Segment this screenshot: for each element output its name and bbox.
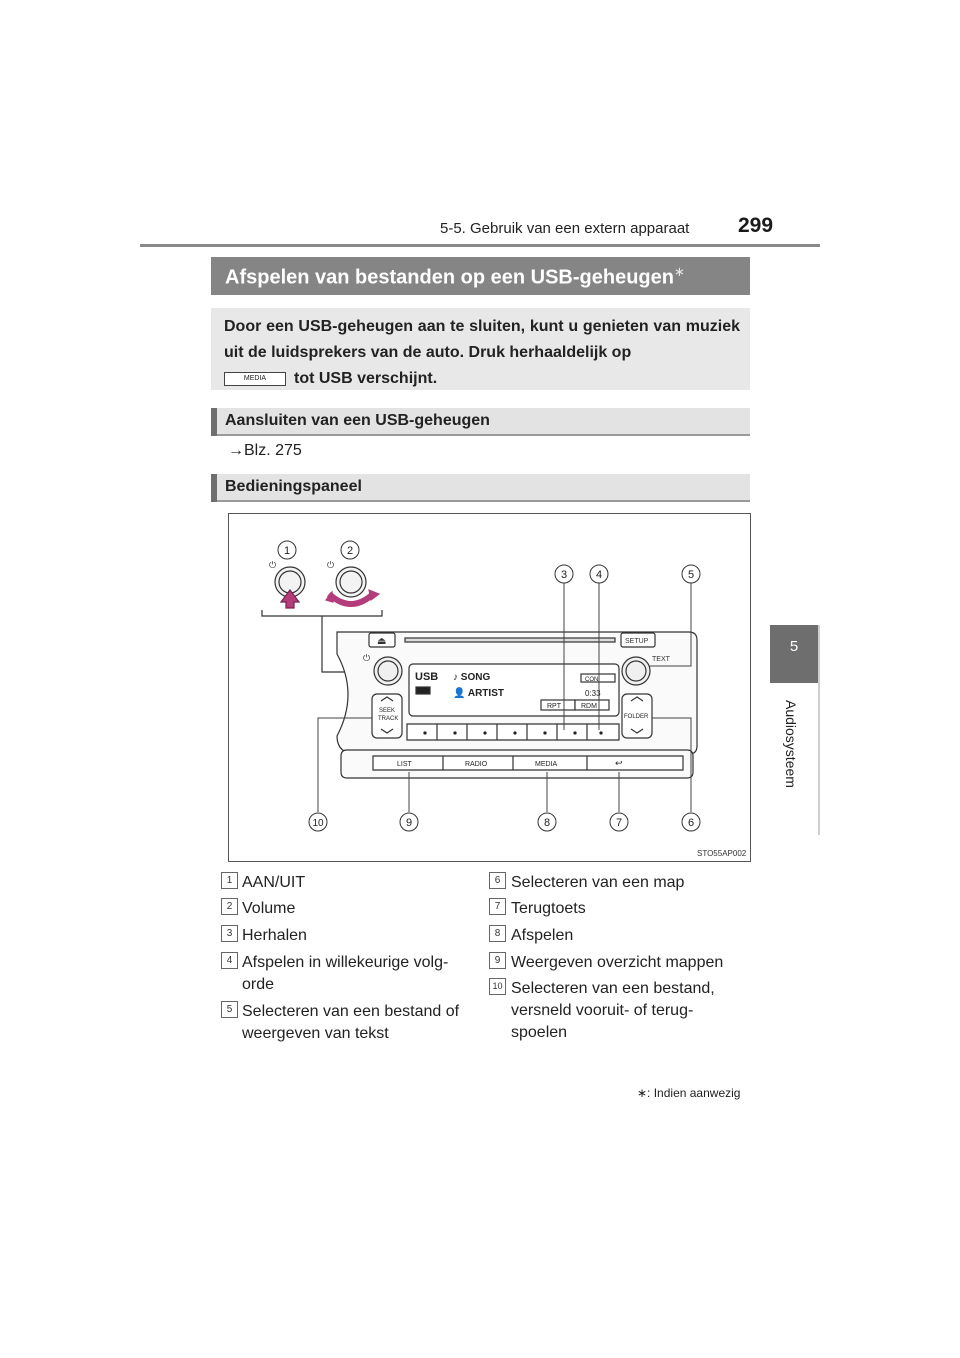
figure-code: STO55AP002 — [697, 849, 747, 858]
callout-1: 1 — [284, 545, 290, 557]
chapter-tab-line — [818, 625, 820, 835]
chapter-tab — [770, 625, 818, 683]
svg-text:TEXT: TEXT — [652, 656, 671, 663]
control-panel-figure: ⏻ ⏻ ⏏ SETUP ⏻ TEXT USB ♪ SONG 👤 ARTIST C… — [228, 513, 751, 862]
intro-box — [211, 308, 750, 390]
callout-8: 8 — [544, 817, 550, 829]
list-button: LIST — [397, 761, 413, 768]
intro-text: Door een USB-geheugen aan te sluiten, ku… — [224, 314, 740, 392]
svg-text:⏻: ⏻ — [327, 560, 334, 570]
footnote: ∗: Indien aanwezig — [637, 1086, 741, 1100]
setup-button — [620, 632, 656, 648]
svg-text:USB: USB — [415, 671, 438, 683]
page-number: 299 — [738, 214, 774, 237]
chapter-label: Audiosysteem — [783, 700, 799, 788]
callout-7: 7 — [616, 817, 622, 829]
legend-badge-3: 3 — [221, 925, 238, 942]
callout-6: 6 — [688, 817, 694, 829]
subhead-panel: Bedieningspaneel — [225, 478, 362, 495]
svg-text:⏻: ⏻ — [269, 560, 276, 570]
subhead-panel-bar — [211, 474, 217, 502]
callout-10: 10 — [312, 818, 324, 829]
legend-item-2: Volume — [242, 900, 296, 917]
svg-text:RPT: RPT — [547, 703, 562, 710]
subhead-panel-band — [211, 474, 750, 502]
svg-text:TRACK: TRACK — [378, 716, 398, 722]
legend-item-1: AAN/UIT — [242, 874, 306, 891]
legend-badge-8: 8 — [489, 925, 506, 942]
preset-buttons — [406, 723, 620, 741]
legend-badge-2: 2 — [221, 898, 238, 915]
media-button-icon: MEDIA — [224, 371, 286, 386]
seek-track-button — [371, 693, 403, 739]
callout-3: 3 — [561, 569, 567, 581]
legend-item-6: Selecteren van een map — [511, 874, 685, 891]
legend-item-10: Selecteren van een bestand,versneld voor… — [511, 980, 715, 1041]
page-reference: →Blz. 275 — [228, 442, 302, 459]
subhead-connect-bar — [211, 408, 217, 436]
radio-button: RADIO — [465, 761, 488, 768]
callout-5: 5 — [688, 569, 694, 581]
legend-item-3: Herhalen — [242, 927, 307, 944]
rotate-arrow-icon — [368, 589, 381, 602]
eject-button — [368, 632, 396, 648]
chapter-label-wrap: Audiosysteem — [756, 700, 836, 800]
svg-text:RDM: RDM — [581, 703, 597, 710]
media-button: MEDIA — [535, 761, 558, 768]
title-asterisk: ∗ — [673, 264, 685, 279]
svg-text:♪ SONG: ♪ SONG — [453, 672, 490, 683]
page-title: Afspelen van bestanden op een USB-geheug… — [225, 264, 685, 290]
legend-badge-5: 5 — [221, 1001, 238, 1018]
svg-text:FOLDER: FOLDER — [624, 714, 649, 720]
subhead-connect: Aansluiten van een USB-geheugen — [225, 412, 490, 429]
svg-text:SETUP: SETUP — [625, 638, 649, 645]
legend-badge-4: 4 — [221, 952, 238, 969]
press-arrow-icon — [279, 589, 301, 609]
svg-text:0:33: 0:33 — [585, 689, 601, 698]
legend-badge-7: 7 — [489, 898, 506, 915]
chapter-number: 5 — [789, 638, 799, 655]
control-panel-illustration: ⏻ ⏻ ⏏ SETUP ⏻ TEXT USB ♪ SONG 👤 ARTIST C… — [261, 540, 701, 832]
legend-item-7: Terugtoets — [511, 900, 586, 917]
svg-text:CON: CON — [585, 677, 598, 683]
legend-item-4: Afspelen in willekeurige volg-orde — [242, 954, 449, 993]
intro-text-before: Door een USB-geheugen aan te sluiten, ku… — [224, 318, 740, 361]
legend-item-9: Weergeven overzicht mappen — [511, 954, 724, 971]
legend-badge-9: 9 — [489, 952, 506, 969]
legend-badge-1: 1 — [221, 872, 238, 889]
legend-badge-6: 6 — [489, 872, 506, 889]
callout-9: 9 — [406, 817, 412, 829]
back-button: ↩ — [615, 758, 623, 768]
intro-text-after: tot USB verschijnt. — [294, 370, 438, 387]
legend-item-8: Afspelen — [511, 927, 574, 944]
callout-2: 2 — [347, 545, 353, 557]
svg-text:👤 ARTIST: 👤 ARTIST — [453, 686, 504, 699]
title-band — [211, 257, 750, 295]
page-title-text: Afspelen van bestanden op een USB-geheug… — [225, 266, 674, 289]
subhead-connect-band — [211, 408, 750, 436]
legend-badge-10: 10 — [489, 978, 506, 995]
callout-4: 4 — [596, 569, 602, 581]
section-heading: 5-5. Gebruik van een extern apparaat — [440, 220, 690, 237]
svg-text:⏻: ⏻ — [363, 653, 370, 663]
eject-icon: ⏏ — [377, 636, 386, 647]
header-rule — [140, 244, 820, 247]
folder-button — [621, 693, 653, 739]
svg-text:SEEK: SEEK — [379, 708, 395, 714]
